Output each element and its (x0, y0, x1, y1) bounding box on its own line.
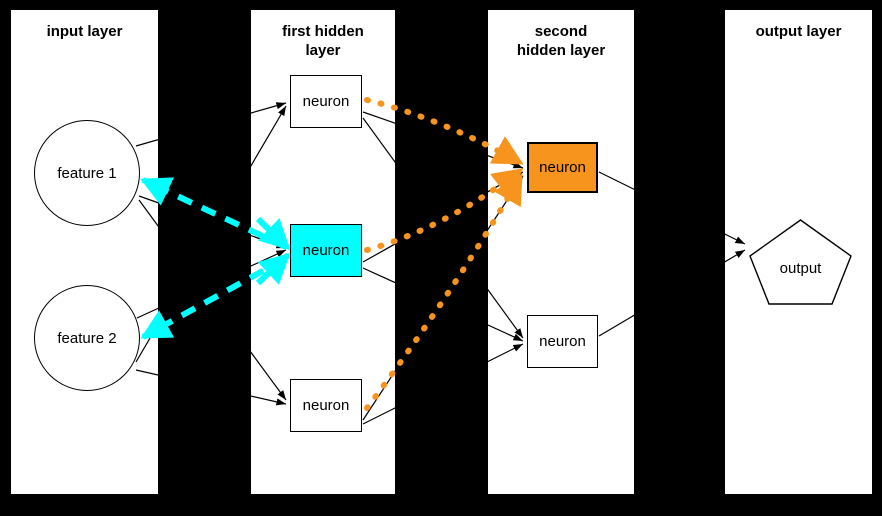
layer-title-hidden1: first hidden layer (282, 23, 364, 59)
layer-panel-input (11, 10, 158, 494)
hidden2-node-2[interactable]: neuron (527, 315, 598, 368)
input-node-feature-2-label: feature 2 (57, 329, 117, 347)
hidden1-node-1-label: neuron (302, 93, 350, 110)
hidden2-node-2-label: neuron (539, 333, 586, 350)
hidden1-node-1[interactable]: neuron (290, 75, 362, 128)
hidden1-node-3-label: neuron (302, 397, 350, 414)
hidden2-node-1-highlighted[interactable]: neuron (527, 142, 598, 193)
layer-title-input: input layer (46, 23, 123, 40)
layer-panel-hidden2 (488, 10, 634, 494)
hidden1-node-3[interactable]: neuron (290, 379, 362, 432)
input-node-feature-1-label: feature 1 (57, 164, 117, 182)
input-node-feature-2[interactable]: feature 2 (34, 285, 140, 391)
layer-title-hidden2: second hidden layer (516, 23, 606, 59)
layer-title-output: output layer (755, 23, 842, 40)
hidden1-node-2-label: neuron (302, 242, 350, 259)
hidden1-node-2-highlighted[interactable]: neuron (290, 224, 362, 277)
output-node-label: output (779, 259, 822, 277)
pentagon-shape-icon (749, 219, 852, 305)
output-node[interactable]: output (748, 218, 853, 306)
hidden2-node-1-label: neuron (539, 159, 586, 176)
input-node-feature-1[interactable]: feature 1 (34, 120, 140, 226)
